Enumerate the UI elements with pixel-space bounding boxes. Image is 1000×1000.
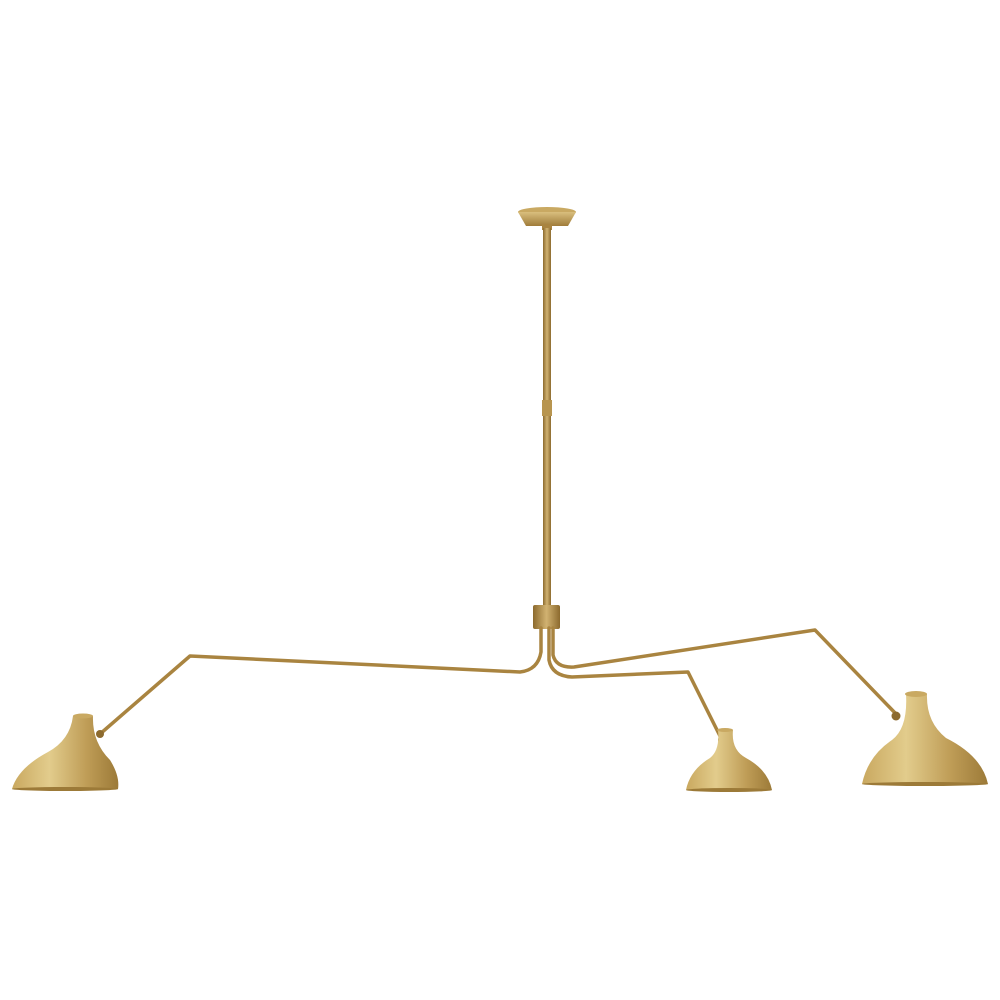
left-arm (98, 626, 543, 736)
left-shade (12, 713, 119, 791)
right-shade (862, 691, 988, 786)
downrod (542, 228, 552, 608)
middle-shade (686, 728, 772, 792)
center-arm (547, 626, 724, 742)
arms (98, 626, 900, 742)
right-arm (551, 626, 900, 718)
hub (533, 605, 560, 629)
canopy (518, 207, 576, 230)
